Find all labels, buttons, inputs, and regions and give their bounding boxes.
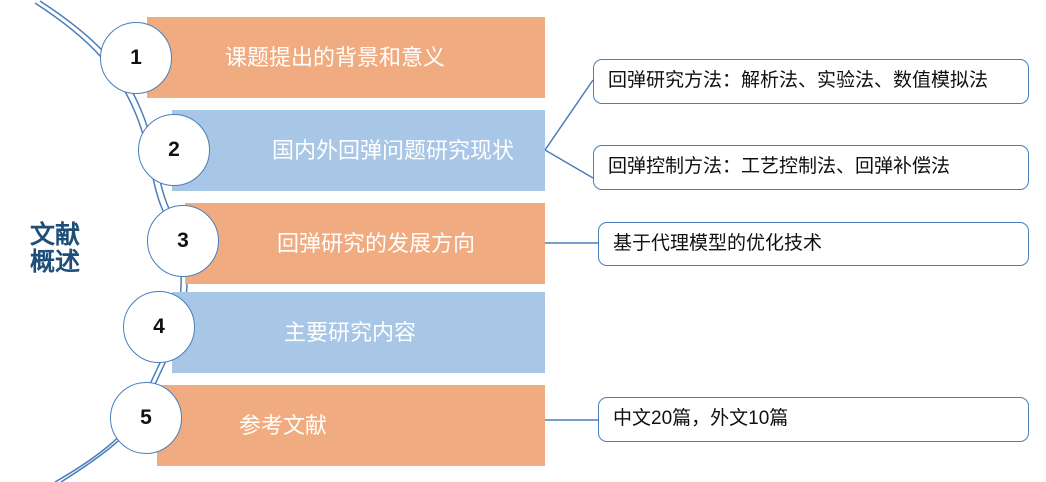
step-number-3[interactable]: 3 [147, 205, 219, 277]
step-bar-4-label: 主要研究内容 [284, 319, 417, 345]
step-bar-2[interactable]: 国内外回弹问题研究现状 [172, 110, 545, 191]
step-number-5[interactable]: 5 [110, 382, 182, 454]
step-number-5-value: 5 [140, 406, 152, 429]
step-number-4[interactable]: 4 [123, 291, 195, 363]
callout-box-4-text: 中文20篇，外文10篇 [613, 408, 789, 430]
page-title: 文献 概述 [29, 221, 80, 276]
callout-box-4[interactable]: 中文20篇，外文10篇 [598, 397, 1029, 442]
step-bar-4[interactable]: 主要研究内容 [172, 292, 545, 373]
callout-box-1-text: 回弹研究方法：解析法、实验法、数值模拟法 [608, 70, 989, 92]
step-bar-3[interactable]: 回弹研究的发展方向 [185, 203, 545, 284]
step-bar-1-label: 课题提出的背景和意义 [225, 44, 446, 70]
step-number-2[interactable]: 2 [138, 114, 210, 186]
connector-step2-fork [544, 79, 594, 179]
callout-box-3-text: 基于代理模型的优化技术 [613, 232, 823, 254]
callout-box-2[interactable]: 回弹控制方法：工艺控制法、回弹补偿法 [593, 145, 1029, 190]
callout-box-2-text: 回弹控制方法：工艺控制法、回弹补偿法 [608, 156, 951, 178]
step-number-2-value: 2 [168, 138, 180, 161]
step-number-4-value: 4 [153, 315, 165, 338]
callout-box-1[interactable]: 回弹研究方法：解析法、实验法、数值模拟法 [593, 59, 1029, 104]
callout-box-3[interactable]: 基于代理模型的优化技术 [598, 222, 1029, 266]
step-bar-1[interactable]: 课题提出的背景和意义 [147, 17, 545, 98]
step-number-1-value: 1 [130, 46, 142, 69]
step-number-1[interactable]: 1 [100, 22, 172, 94]
step-bar-2-label: 国内外回弹问题研究现状 [272, 137, 515, 163]
step-bar-5[interactable]: 参考文献 [157, 385, 545, 466]
step-bar-3-label: 回弹研究的发展方向 [277, 230, 476, 256]
step-bar-5-label: 参考文献 [239, 412, 328, 438]
step-number-3-value: 3 [177, 229, 189, 252]
